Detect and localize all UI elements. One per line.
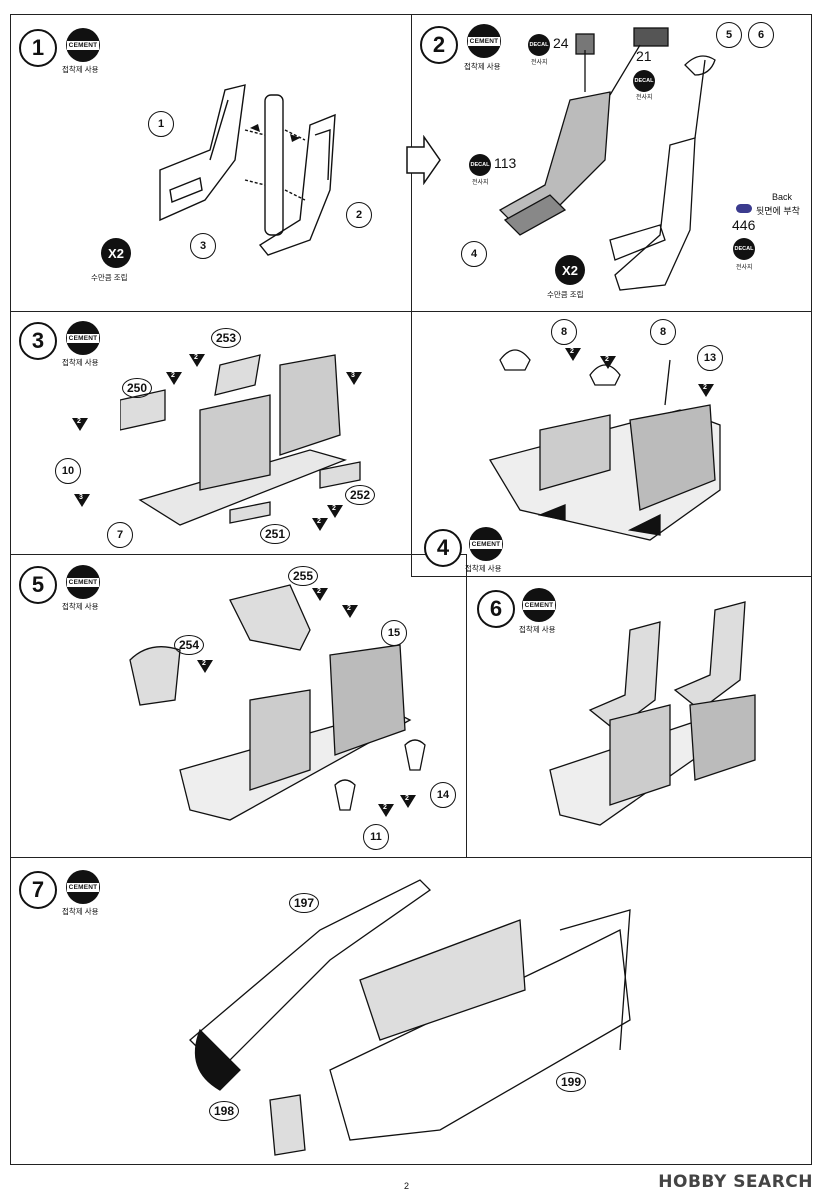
part-callout: 15 — [381, 620, 407, 646]
fuselage-drawing — [189, 879, 631, 1156]
step-number: 5 — [19, 566, 57, 604]
part-number: 253 — [211, 328, 242, 348]
part-number: 254 — [174, 635, 205, 655]
cockpit-tub-drawing — [120, 354, 361, 526]
multiple-assembly-badge: X2 — [101, 238, 131, 268]
part-callout: 1 — [148, 111, 174, 137]
sprue-triangle-icon: 2 — [378, 804, 394, 817]
cement-icon: CEMENT — [467, 24, 501, 58]
part-callout: 6 — [748, 22, 774, 48]
step-number: 3 — [19, 322, 57, 360]
part-callout: 10 — [55, 458, 81, 484]
seat-parts-drawing — [159, 84, 336, 256]
cement-label: 접착제 사용 — [62, 358, 99, 367]
multiple-assembly-label: 수만큼 조립 — [91, 273, 128, 282]
part-callout: 3 — [190, 233, 216, 259]
part-callout: 8 — [650, 319, 676, 345]
sprue-triangle-icon: 2 — [189, 354, 205, 367]
part-callout: 13 — [697, 345, 723, 371]
sprue-triangle-icon: 2 — [400, 795, 416, 808]
decal-icon: DECAL — [733, 238, 755, 260]
step-7-panel — [10, 857, 812, 1165]
sprue-triangle-icon: 2 — [698, 384, 714, 397]
decal-label: 전사지 — [636, 95, 653, 101]
cement-label: 접착제 사용 — [464, 62, 501, 71]
sprue-triangle-icon: 2 — [312, 518, 328, 531]
cement-icon: CEMENT — [522, 588, 556, 622]
sprue-triangle-icon: 2 — [565, 348, 581, 361]
decal-icon: DECAL — [633, 70, 655, 92]
part-callout: 5 — [716, 22, 742, 48]
part-callout: 11 — [363, 824, 389, 850]
cockpit-seat-rails-drawing — [488, 349, 721, 541]
step-number: 2 — [420, 26, 458, 64]
step-number: 7 — [19, 871, 57, 909]
cement-label: 접착제 사용 — [62, 602, 99, 611]
sprue-triangle-icon: 3 — [74, 494, 90, 507]
decal-label: 전사지 — [472, 180, 489, 186]
part-number: 197 — [289, 893, 320, 913]
part-number: 199 — [556, 1072, 587, 1092]
cement-label: 접착제 사용 — [62, 65, 99, 74]
decal-number: 24 — [553, 35, 569, 51]
decal-number: 113 — [494, 155, 517, 171]
sprue-triangle-icon: 2 — [342, 605, 358, 618]
cockpit-with-seats-drawing — [549, 601, 756, 826]
part-callout: 7 — [107, 522, 133, 548]
cement-icon: CEMENT — [66, 565, 100, 599]
cockpit-consoles-drawing — [129, 584, 426, 821]
decal-label: 전사지 — [531, 60, 548, 66]
sprue-triangle-icon: 2 — [72, 418, 88, 431]
page-number: 2 — [404, 1181, 410, 1191]
part-number: 255 — [288, 566, 319, 586]
sprue-triangle-icon: 2 — [312, 588, 328, 601]
cement-label: 접착제 사용 — [519, 625, 556, 634]
part-number: 250 — [122, 378, 153, 398]
multiple-assembly-badge: X2 — [555, 255, 585, 285]
part-callout: 8 — [551, 319, 577, 345]
step-number: 4 — [424, 529, 462, 567]
sprue-triangle-icon: 3 — [346, 372, 362, 385]
decal-icon: DECAL — [528, 34, 550, 56]
watermark: HOBBY SEARCH — [658, 1172, 813, 1192]
decal-number: 21 — [636, 48, 652, 64]
decal-icon: DECAL — [469, 154, 491, 176]
multiple-assembly-label: 수만큼 조립 — [547, 290, 584, 299]
cement-label: 접착제 사용 — [465, 564, 502, 573]
part-callout: 2 — [346, 202, 372, 228]
back-side-icon — [736, 204, 752, 213]
part-number: 252 — [345, 485, 376, 505]
cement-icon: CEMENT — [66, 321, 100, 355]
part-number: 198 — [209, 1101, 240, 1121]
sprue-triangle-icon: 2 — [197, 660, 213, 673]
cement-label: 접착제 사용 — [62, 907, 99, 916]
sprue-triangle-icon: 2 — [166, 372, 182, 385]
part-callout: 4 — [461, 241, 487, 267]
back-label: Back — [772, 192, 793, 202]
part-number: 251 — [260, 524, 291, 544]
step-number: 6 — [477, 590, 515, 628]
sprue-triangle-icon: 2 — [327, 505, 343, 518]
cement-icon: CEMENT — [66, 28, 100, 62]
decal-label: 전사지 — [736, 265, 753, 271]
cement-icon: CEMENT — [469, 527, 503, 561]
arrow-right-icon — [406, 135, 441, 185]
cement-icon: CEMENT — [66, 870, 100, 904]
decal-number: 446 — [732, 217, 756, 233]
step-number: 1 — [19, 29, 57, 67]
sprue-triangle-icon: 2 — [600, 356, 616, 369]
seat-decal-drawing — [498, 27, 716, 291]
back-text: 뒷면에 부착 — [756, 206, 800, 216]
part-callout: 14 — [430, 782, 456, 808]
